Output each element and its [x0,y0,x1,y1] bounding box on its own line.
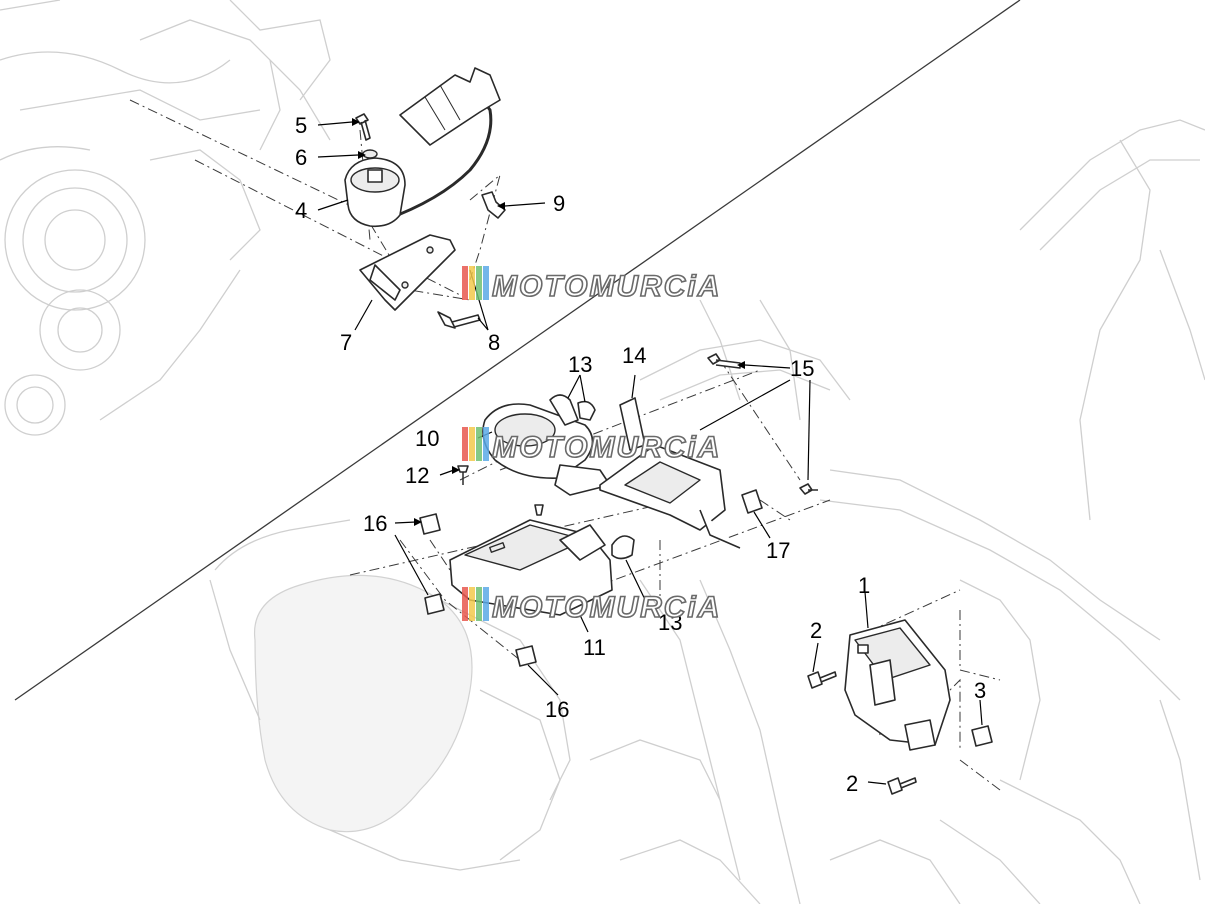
watermark-stripe [483,587,489,621]
clip-3 [971,725,993,747]
clip-13b [611,535,635,560]
watermark-stripe [469,427,475,461]
callout-17: 17 [766,538,790,563]
watermark-text: MOTOMURCiA [492,591,721,624]
callout-13-lower: 13 [658,610,682,635]
screw-15a [707,353,741,369]
watermark-top: MOTOMURCiA [462,266,721,304]
watermark-stripe [469,587,475,621]
washer-6 [362,149,378,159]
callout-1: 1 [858,573,870,598]
watermark-stripe [462,427,468,461]
watermark-stripe [469,266,475,300]
clip-16b [424,593,445,615]
callout-9: 9 [553,191,565,216]
callout-14: 14 [622,343,646,368]
watermark-stripe [462,266,468,300]
bolt-8 [437,311,481,329]
callout-2-upper: 2 [810,618,822,643]
callout-labels: 5 6 4 9 7 8 13 14 15 10 12 16 17 13 11 1… [295,113,986,796]
callout-7: 7 [340,330,352,355]
right-control-unit-assembly [807,589,1001,795]
callout-12: 12 [405,463,429,488]
section-divider-line [14,0,1021,701]
watermark-stripe [476,266,482,300]
watermark-middle: MOTOMURCiA [462,427,721,465]
callout-8: 8 [488,330,500,355]
callout-16-left: 16 [363,511,387,536]
callout-16-bottom: 16 [545,697,569,722]
bolt-2a [807,671,837,689]
callout-15: 15 [790,356,814,381]
bolt-2b [887,777,917,795]
callout-6: 6 [295,145,307,170]
watermark-stripe [476,587,482,621]
callout-11: 11 [583,635,606,660]
clip-16c [515,645,537,667]
callout-4: 4 [295,198,307,223]
callout-2-lower: 2 [846,771,858,796]
watermark-stripe [462,587,468,621]
callout-5: 5 [295,113,307,138]
callout-3: 3 [974,678,986,703]
background-seat-ghost [209,519,571,871]
screw-15b [799,483,818,495]
watermark-text: MOTOMURCiA [492,431,721,464]
bolt-5 [355,113,371,141]
callout-13-upper: 13 [568,352,592,377]
watermark-bottom: MOTOMURCiA [462,587,721,625]
clip-17 [741,489,763,514]
background-engine-ghost [0,0,331,436]
watermark-stripe [483,427,489,461]
upper-sensor-assembly [129,67,506,329]
sensor-connector [399,67,501,146]
clip-13a [549,394,579,426]
clip-16a [419,513,441,535]
watermark-stripe [483,266,489,300]
watermark-text: MOTOMURCiA [492,270,721,303]
screw-12 [457,465,469,473]
watermark-stripe [476,427,482,461]
callout-10: 10 [415,426,439,451]
middle-module-assembly [349,353,831,667]
